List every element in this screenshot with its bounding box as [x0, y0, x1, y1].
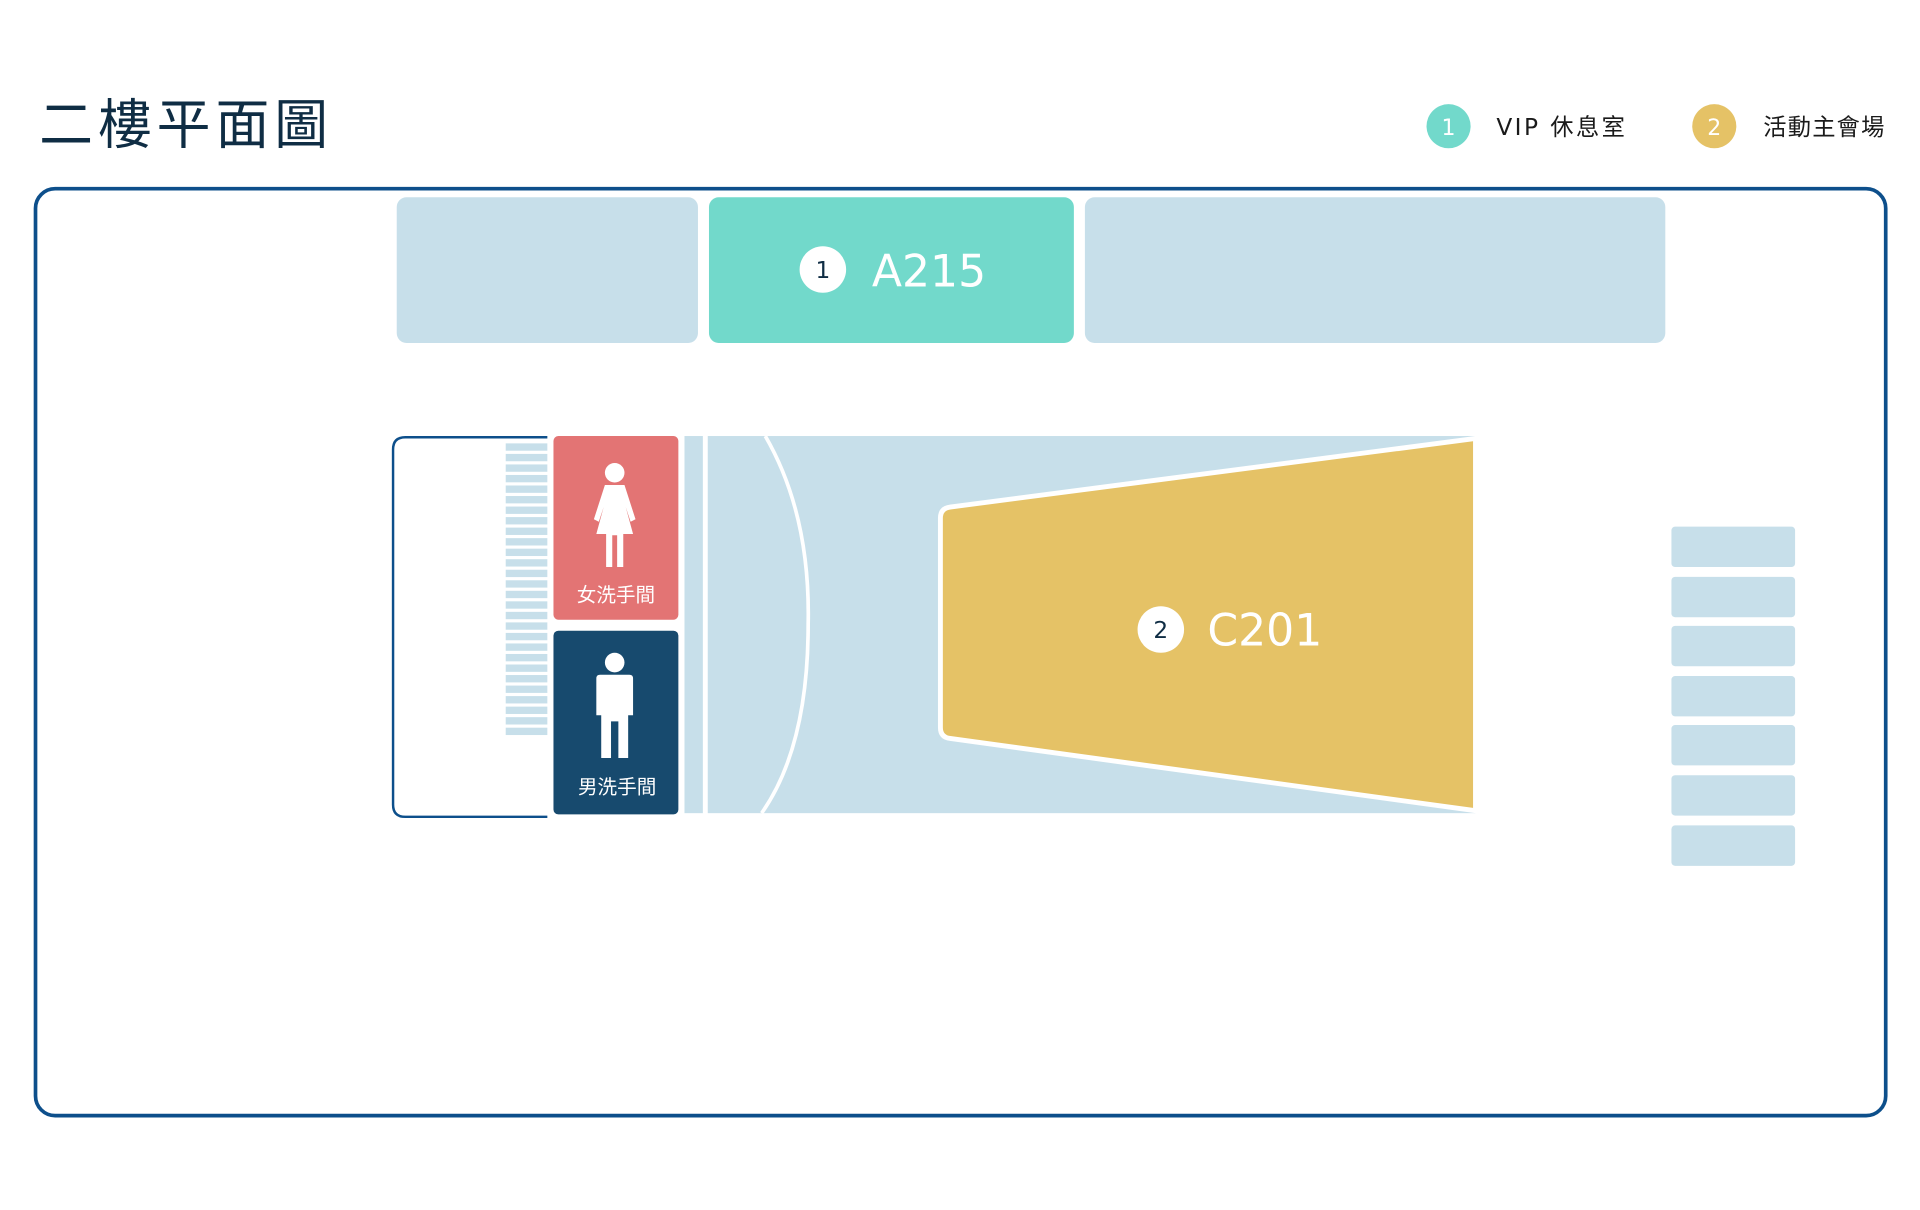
side-room-block[interactable] [1671, 576, 1796, 618]
stair-step [505, 685, 548, 693]
room-badge-icon [799, 246, 847, 293]
stage-area[interactable] [937, 436, 1478, 814]
legend-label: 活動主會場 [1763, 114, 1885, 141]
side-room-block[interactable] [1671, 625, 1796, 667]
room-a215[interactable]: 1 A215 [708, 197, 1074, 343]
stair-step [505, 717, 548, 725]
stair-step [505, 443, 548, 451]
stair-step [505, 664, 548, 672]
legend-badge-icon [1426, 104, 1471, 149]
stair-step [505, 506, 548, 514]
stair-step [505, 580, 548, 588]
room-number: 1 [815, 257, 830, 284]
room-code: A215 [872, 247, 986, 298]
room-a215-area[interactable] [708, 197, 1074, 343]
side-room-block[interactable] [1671, 825, 1796, 866]
room-code: C201 [1207, 605, 1322, 656]
room-badge-icon [1137, 606, 1185, 653]
stair-step [505, 675, 548, 683]
legend-item-main-hall: 2 活動主會場 [1692, 104, 1885, 149]
stair-area-outline [391, 436, 548, 819]
floor-outline [33, 186, 1888, 1118]
stair-step [505, 453, 548, 462]
man-icon [596, 652, 634, 759]
room-c201[interactable]: 2 C201 [707, 435, 1478, 815]
room-number: 2 [1153, 617, 1168, 644]
stair-step [505, 527, 548, 535]
women-restroom[interactable]: 女洗手間 [553, 436, 679, 620]
stair-step [505, 496, 548, 504]
stair-step [505, 559, 548, 567]
corridor [684, 436, 703, 814]
side-room-block[interactable] [1671, 775, 1796, 816]
stair-step [505, 548, 548, 557]
stair-step [505, 485, 548, 493]
page-title: 二樓平面圖 [39, 93, 333, 156]
side-room-block[interactable] [1671, 725, 1796, 766]
stair-step [505, 569, 548, 578]
stair-step [505, 653, 548, 662]
women-restroom-label: 女洗手間 [577, 583, 655, 606]
stair-step [505, 517, 548, 525]
stair-step [505, 601, 548, 609]
stair-step [505, 706, 548, 714]
men-restroom[interactable]: 男洗手間 [553, 630, 679, 815]
stair-step [505, 643, 548, 651]
staircase [505, 443, 548, 736]
room-block[interactable] [1084, 197, 1666, 343]
legend-label: VIP 休息室 [1496, 114, 1627, 141]
hall-curve [760, 435, 811, 815]
stair-step [505, 611, 548, 620]
legend-number: 2 [1707, 116, 1721, 141]
stair-step [505, 538, 548, 546]
stair-step [505, 696, 548, 704]
legend-number: 1 [1442, 116, 1456, 141]
stair-step [505, 632, 548, 641]
woman-icon [593, 462, 636, 568]
room-block[interactable] [396, 197, 698, 343]
stair-step [505, 727, 548, 736]
men-restroom-label: 男洗手間 [578, 776, 656, 799]
stair-step [505, 464, 548, 472]
stair-step [505, 622, 548, 630]
side-room-block[interactable] [1671, 526, 1796, 568]
men-restroom-area[interactable] [553, 630, 679, 815]
stair-step [505, 590, 548, 599]
legend-item-vip: 1 VIP 休息室 [1426, 104, 1627, 149]
stair-step [505, 474, 548, 483]
side-room-block[interactable] [1671, 676, 1796, 717]
legend-badge-icon [1692, 104, 1737, 149]
side-room-blocks [1671, 526, 1796, 866]
